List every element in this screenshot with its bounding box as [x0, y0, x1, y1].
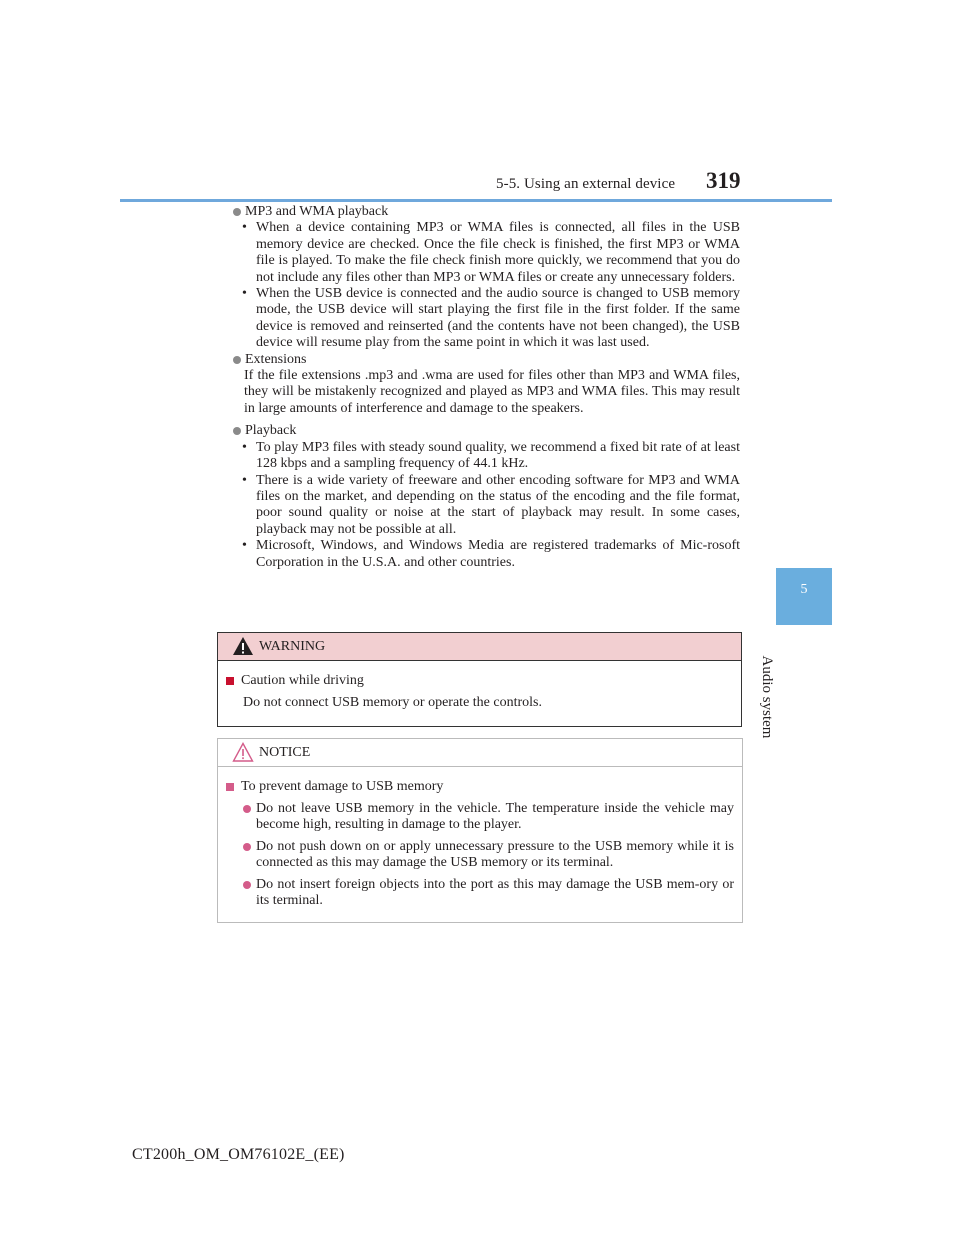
bullet-dot-icon: • [242, 220, 247, 236]
extensions-text: If the file extensions .mp3 and .wma are… [244, 368, 740, 416]
square-bullet-icon [226, 783, 234, 791]
warning-item-title: Caution while driving [226, 673, 733, 690]
warning-body: Caution while driving Do not connect USB… [218, 661, 741, 711]
warning-box: WARNING Caution while driving Do not con… [217, 632, 742, 727]
notice-item-title: To prevent damage to USB memory [226, 779, 734, 796]
extensions-heading: Extensions [230, 352, 740, 368]
caution-triangle-icon [232, 742, 254, 762]
notice-item-3: Do not insert foreign objects into the p… [226, 877, 734, 910]
mp3-item-2: • When the USB device is connected and t… [242, 286, 740, 351]
chapter-label: Audio system [759, 655, 775, 739]
playback-heading: Playback [230, 423, 740, 439]
playback-item-3: • Microsoft, Windows, and Windows Media … [242, 538, 740, 570]
warning-header: WARNING [218, 633, 741, 661]
document-code: CT200h_OM_OM76102E_(EE) [132, 1146, 345, 1163]
notice-item-2: Do not push down on or apply unnecessary… [226, 839, 734, 872]
notice-body: To prevent damage to USB memory Do not l… [218, 767, 742, 910]
section-title: 5-5. Using an external device [496, 176, 676, 192]
notice-label: NOTICE [259, 745, 311, 760]
bullet-dot-icon: • [242, 439, 247, 455]
notice-box: NOTICE To prevent damage to USB memory D… [217, 738, 743, 923]
bullet-dot-icon: • [242, 472, 247, 488]
notice-header: NOTICE [218, 739, 742, 767]
square-bullet-icon [226, 677, 234, 685]
warning-item-text: Do not connect USB memory or operate the… [243, 694, 542, 710]
warning-label: WARNING [259, 639, 326, 654]
bullet-icon [243, 804, 251, 813]
notice-item-1: Do not leave USB memory in the vehicle. … [226, 801, 734, 834]
bullet-dot-icon: • [242, 538, 247, 554]
mp3-item-1: • When a device containing MP3 or WMA fi… [242, 220, 740, 285]
bullet-icon [233, 355, 241, 364]
bullet-icon [243, 842, 251, 851]
bullet-icon [233, 208, 241, 216]
header-rule [120, 199, 832, 202]
bullet-dot-icon: • [242, 286, 247, 302]
chapter-number: 5 [800, 582, 808, 597]
main-content: MP3 and WMA playback • When a device con… [230, 204, 740, 571]
bullet-icon [243, 880, 251, 889]
bullet-icon [233, 427, 241, 436]
playback-item-1: • To play MP3 files with steady sound qu… [242, 439, 740, 472]
chapter-tab: 5 [776, 568, 832, 625]
page-number: 319 [706, 168, 741, 193]
playback-item-2: • There is a wide variety of freeware an… [242, 472, 740, 537]
mp3-heading: MP3 and WMA playback [230, 204, 740, 220]
warning-triangle-icon [233, 637, 253, 655]
